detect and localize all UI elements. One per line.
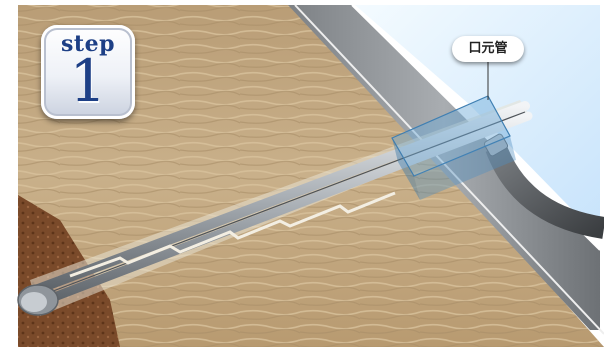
- mouth-pipe-label: 口元管: [452, 36, 524, 62]
- step-number: 1: [41, 47, 135, 115]
- step-badge: step 1: [41, 25, 135, 119]
- pipe-end-face: [21, 292, 47, 312]
